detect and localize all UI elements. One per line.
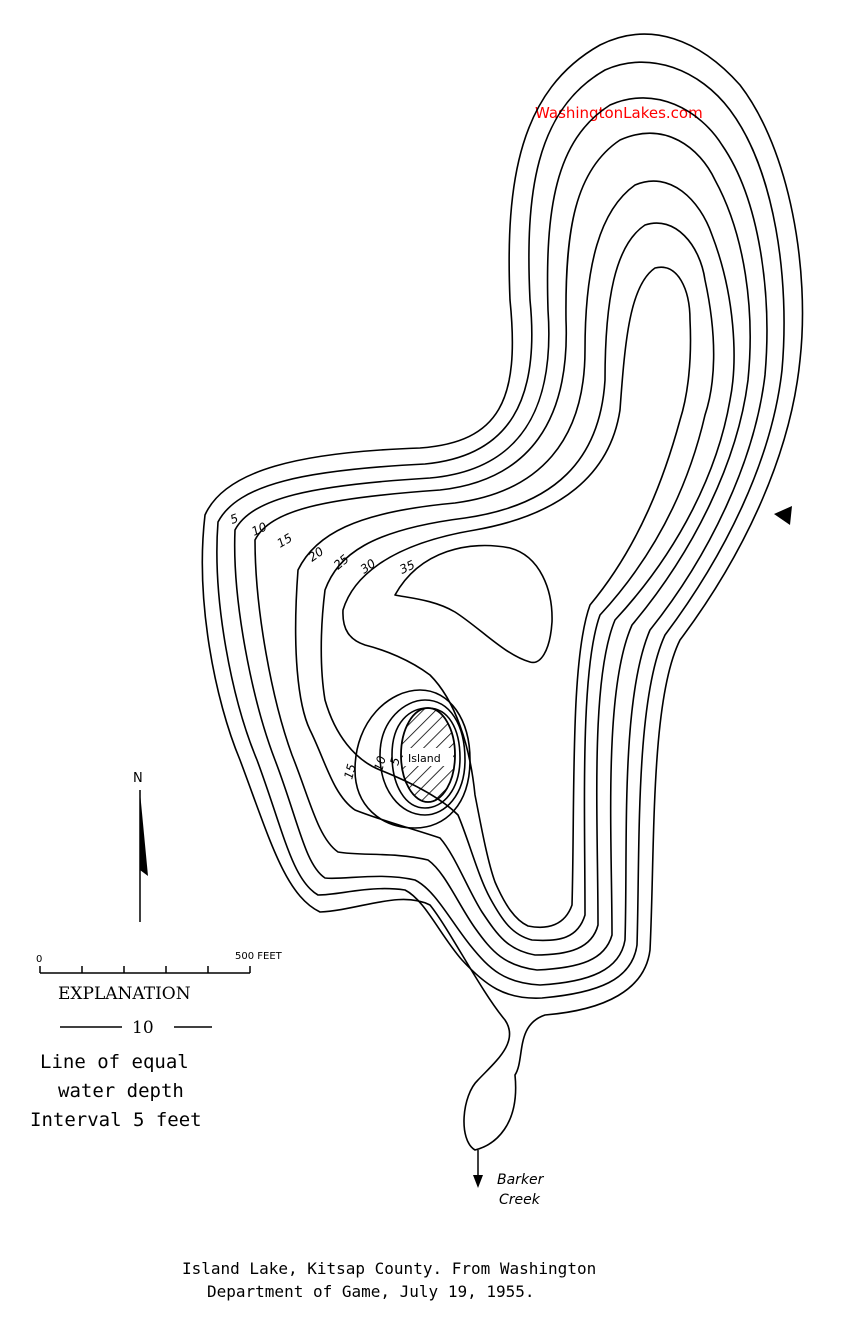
caption-line-1: Island Lake, Kitsap County. From Washing… — [182, 1259, 596, 1278]
depth-label-25: 25 — [331, 552, 352, 573]
outlet-arrow-head — [473, 1175, 483, 1188]
contour-10 — [233, 97, 768, 986]
island-contour-5 — [391, 707, 461, 809]
inlet-arrow — [774, 506, 792, 525]
depth-label-5: 5 — [228, 511, 240, 527]
island-contour-15 — [354, 689, 471, 829]
shoreline — [201, 33, 804, 1151]
depth-label-20: 20 — [306, 544, 327, 564]
watermark-text: WashingtonLakes.com — [535, 104, 703, 122]
caption-line-2: Department of Game, July 19, 1955. — [207, 1282, 535, 1301]
island-label-bg — [403, 748, 453, 766]
explanation-title: EXPLANATION — [58, 984, 191, 1004]
contour-35 — [394, 544, 553, 664]
legend-line-3: Interval 5 feet — [30, 1109, 202, 1131]
scale-start-label: 0 — [36, 954, 42, 965]
contour-15 — [254, 132, 751, 971]
contour-25 — [320, 222, 715, 942]
north-arrow-icon — [140, 792, 148, 876]
legend-line-1: Line of equal — [40, 1051, 189, 1073]
island-depth-label-15: 15 — [341, 762, 358, 780]
legend-line-2: water depth — [58, 1080, 184, 1102]
island-label: Island — [408, 752, 441, 765]
island-contour-10 — [379, 699, 466, 816]
outlet-label-line2: Creek — [499, 1192, 541, 1208]
contour-20 — [294, 180, 735, 956]
depth-label-30: 30 — [358, 556, 379, 576]
contour-5 — [216, 61, 785, 999]
scale-end-label: 500 FEET — [235, 951, 283, 962]
contour-30 — [342, 266, 692, 929]
depth-label-15: 15 — [275, 531, 295, 551]
outlet-label-line1: Barker — [497, 1172, 545, 1188]
depth-label-10: 10 — [249, 519, 269, 538]
north-label: N — [133, 771, 143, 786]
island-depth-label-5: 5 — [387, 756, 403, 767]
legend-sample-value: 10 — [132, 1018, 154, 1038]
island-depth-label-10: 10 — [371, 754, 389, 773]
depth-label-35: 35 — [397, 558, 417, 577]
